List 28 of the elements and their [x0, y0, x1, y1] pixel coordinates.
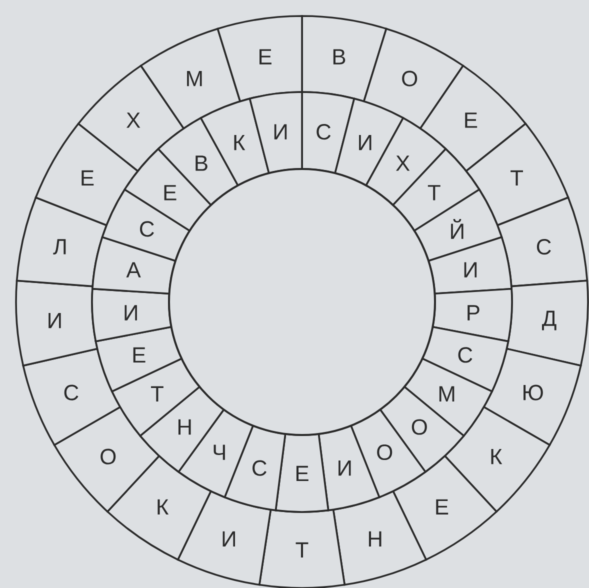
ring-cell: Т	[258, 508, 346, 588]
ring-cell: Е	[419, 64, 526, 172]
node-label: Ю	[524, 384, 543, 400]
ring-cell: М	[140, 28, 242, 130]
ring-cell: Р	[432, 288, 513, 342]
ring-cell: Н	[332, 490, 427, 586]
ring-cell: И	[177, 490, 272, 586]
ring-cell: В	[301, 15, 388, 102]
ring-cell: Е	[216, 15, 303, 102]
ring-cell: И	[15, 280, 98, 367]
ring-cell: С	[224, 424, 286, 512]
ring-cell: С	[22, 348, 122, 446]
ring-cell: Ю	[482, 348, 582, 446]
ring-cell: Х	[78, 64, 185, 172]
ring-cell: С	[496, 196, 588, 288]
ring-cell: И	[248, 91, 303, 174]
ring-cell: А	[92, 236, 176, 295]
ring-cell: Д	[506, 280, 589, 367]
node-label: Т	[510, 170, 523, 186]
ring-cell: О	[363, 28, 464, 130]
node-label: Н	[368, 531, 382, 547]
ring-cell: Е	[274, 433, 330, 513]
ring-cell: Л	[16, 196, 108, 288]
node-label: С	[536, 239, 551, 255]
node-label: Т	[296, 542, 308, 558]
node-label: И	[222, 531, 236, 547]
node-label: Д	[542, 310, 556, 330]
ring-cell: И	[91, 288, 172, 342]
